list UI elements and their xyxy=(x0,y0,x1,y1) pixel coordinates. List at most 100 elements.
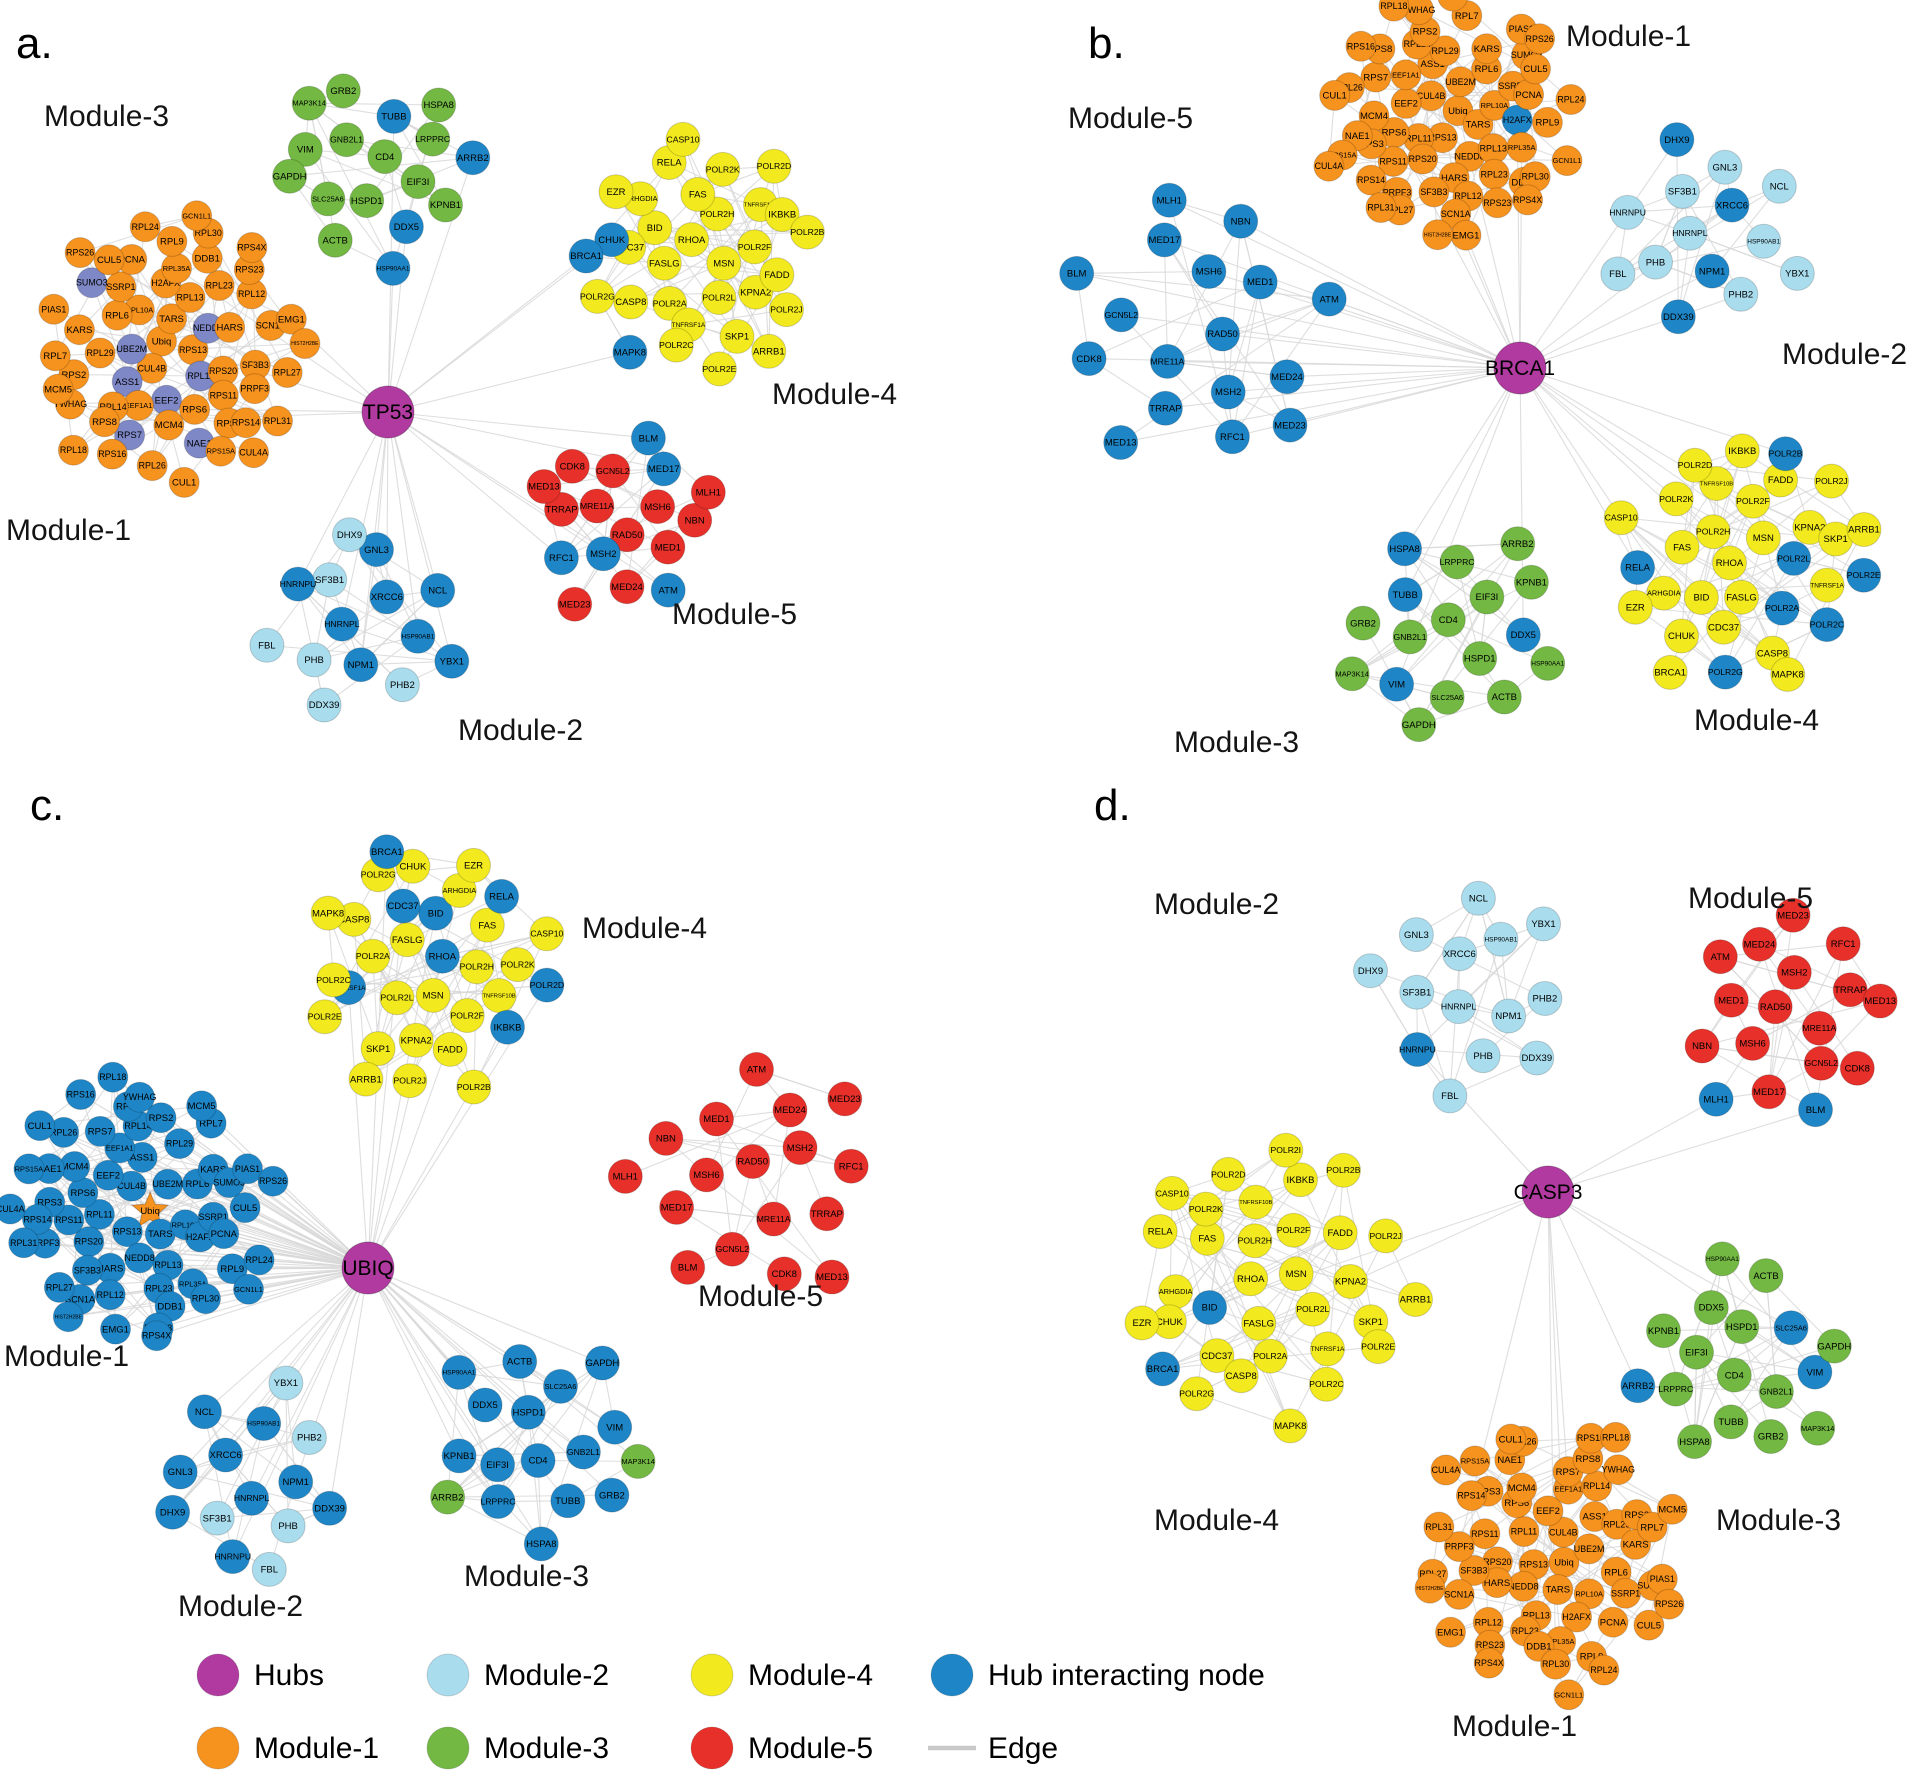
node-MAPK8 xyxy=(1272,1408,1308,1444)
node-HSP90AB1 xyxy=(1746,223,1782,259)
node-MED1 xyxy=(699,1101,734,1137)
node-label: SUMO3 xyxy=(76,278,108,288)
node-RPL31 xyxy=(262,405,293,437)
node-MCM4 xyxy=(1506,1472,1538,1504)
node-label: RPL30 xyxy=(1522,172,1549,182)
node-HSPD1 xyxy=(1724,1309,1760,1345)
node-EEF2 xyxy=(92,1159,124,1191)
node-label: MSH2 xyxy=(787,1143,813,1154)
legend-label: Module-2 xyxy=(484,1659,609,1692)
node-label: HSP90AB1 xyxy=(1747,239,1780,246)
node-BRCA1 xyxy=(369,834,405,870)
node-YBX1 xyxy=(434,643,470,679)
node-label: TUBB xyxy=(381,112,406,123)
node-label: GAPDH xyxy=(273,171,307,182)
node-label: RPS15A xyxy=(15,1164,43,1173)
node-label: HSP90AB1 xyxy=(1484,936,1517,943)
module-label-a-module-1: Module-1 xyxy=(6,514,131,547)
node-VIM xyxy=(287,131,323,167)
node-RPS16 xyxy=(1345,30,1377,62)
node-label: RPS16 xyxy=(98,449,126,459)
node-MRE11A xyxy=(579,488,615,524)
node-SF3B3 xyxy=(1418,176,1450,208)
node-label: MSH6 xyxy=(1739,1039,1765,1050)
node-MSH2 xyxy=(1776,954,1812,990)
node-label: EEF2 xyxy=(155,396,179,407)
panel-c-nodes: UbiqRPS13CUL4BTARSRPL11UBE2MNEDD8EEF2RPL… xyxy=(0,834,869,1587)
node-label: BID xyxy=(647,223,663,234)
node-label: RPL23 xyxy=(1512,1626,1539,1636)
node-label: POLR2E xyxy=(702,364,736,374)
node-EZR xyxy=(456,847,491,883)
node-label: TNFRSF10B xyxy=(1239,1200,1272,1206)
node-label: RPS16 xyxy=(1577,1433,1605,1443)
node-HNRNPL xyxy=(1441,989,1477,1025)
node-label: CUL4A xyxy=(1315,161,1344,171)
node-LRPPRC xyxy=(1439,544,1475,580)
node-label: KARS xyxy=(200,1164,226,1175)
node-ATM xyxy=(739,1051,774,1087)
node-label: POLR2D xyxy=(1678,460,1712,470)
node-BRCA1 xyxy=(1652,654,1688,690)
node-label: KPNA2 xyxy=(740,287,771,298)
node-CDK8 xyxy=(554,448,590,484)
node-UBE2M xyxy=(116,333,148,365)
node-FADD xyxy=(432,1031,468,1067)
node-label: GNL3 xyxy=(168,1467,193,1478)
node-label: CD4 xyxy=(1725,1370,1744,1381)
panel-label-d: d. xyxy=(1094,781,1131,830)
node-POLR2K xyxy=(1658,481,1694,517)
node-label: YBX1 xyxy=(1531,919,1555,930)
node-label: GAPDH xyxy=(1402,720,1436,731)
node-BLM xyxy=(1059,255,1095,291)
node-label: POLR2G xyxy=(580,291,615,301)
node-label: ACTB xyxy=(323,235,348,246)
node-label: GRB2 xyxy=(1758,1432,1784,1443)
node-label: EMG1 xyxy=(102,1324,129,1335)
node-label: BLM xyxy=(639,433,659,444)
node-RPL18 xyxy=(57,434,89,466)
node-label: POLR2K xyxy=(1659,494,1693,504)
node-PHB2 xyxy=(291,1420,327,1455)
node-PHB xyxy=(270,1508,306,1544)
node-label: POLR2E xyxy=(1847,570,1881,580)
node-label: BID xyxy=(1202,1303,1218,1314)
node-label: MED17 xyxy=(661,1203,693,1214)
node-IKBKB xyxy=(1283,1162,1318,1198)
node-label: HIST2H2BE xyxy=(55,1314,83,1320)
node-RPS14 xyxy=(1355,164,1387,196)
node-label: TRRAP xyxy=(1834,985,1866,996)
node-label: NAE1 xyxy=(1345,131,1370,142)
node-label: ASS1 xyxy=(1421,59,1445,70)
node-POLR2D xyxy=(756,148,792,184)
node-label: POLR2F xyxy=(738,242,771,252)
node-label: UBE2M xyxy=(1445,77,1476,87)
node-ACTB xyxy=(1486,679,1522,715)
node-RPL18 xyxy=(1600,1421,1632,1453)
node-HSP90AA1 xyxy=(1530,645,1566,681)
node-HSPD1 xyxy=(510,1394,546,1430)
node-RPS4X xyxy=(1512,184,1544,216)
node-label: RPL26 xyxy=(50,1127,77,1137)
module-label-d-module-5: Module-5 xyxy=(1688,882,1813,915)
node-MED1 xyxy=(650,529,686,565)
node-CUL4A xyxy=(1430,1454,1462,1486)
node-RPS14 xyxy=(1455,1480,1487,1512)
node-label: NAE1 xyxy=(1497,1455,1522,1466)
node-label: RPL31 xyxy=(10,1238,37,1248)
node-MLH1 xyxy=(690,474,726,510)
node-POLR2G xyxy=(1179,1376,1215,1412)
node-RPS2 xyxy=(145,1102,177,1134)
node-label: RPS8 xyxy=(1575,1454,1600,1465)
node-MED17 xyxy=(646,451,682,487)
node-label: NBN xyxy=(685,515,705,526)
node-label: RPS3 xyxy=(1359,139,1384,150)
node-label: MCM4 xyxy=(1508,1483,1536,1494)
node-label: YWHAG xyxy=(1602,1465,1636,1475)
node-label: RPL27 xyxy=(1386,205,1413,215)
node-POLR2B xyxy=(1768,436,1804,472)
node-DDX5 xyxy=(388,209,424,245)
node-RHOA xyxy=(674,222,710,258)
node-MCM5 xyxy=(1437,0,1468,12)
node-CHUK xyxy=(594,222,630,258)
